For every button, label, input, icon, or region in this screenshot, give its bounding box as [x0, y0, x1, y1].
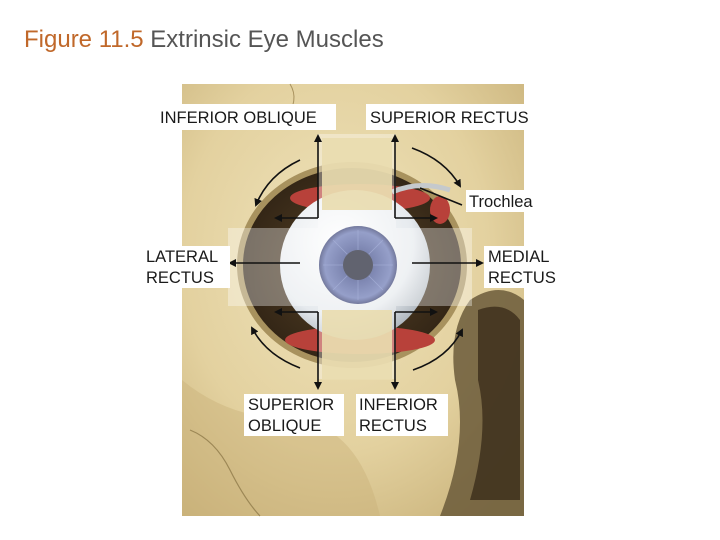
label-inferior-rectus-line1: INFERIOR	[359, 396, 438, 414]
label-superior-oblique-line2: OBLIQUE	[248, 417, 321, 435]
slide-title: Figure 11.5 Extrinsic Eye Muscles	[24, 26, 384, 54]
direction-arrows	[228, 134, 484, 390]
label-inferior-oblique: INFERIOR OBLIQUE	[160, 109, 317, 127]
label-superior-oblique-line1: SUPERIOR	[248, 396, 334, 414]
muscle-labels: INFERIOR OBLIQUE SUPERIOR RECTUS Trochle…	[146, 109, 556, 435]
eyeball	[280, 190, 430, 340]
figure-number: Figure 11.5	[24, 26, 144, 53]
label-superior-rectus: SUPERIOR RECTUS	[370, 109, 529, 127]
figure-title: Extrinsic Eye Muscles	[150, 26, 384, 53]
label-medial-rectus-line2: RECTUS	[488, 269, 556, 287]
skull-bone	[182, 83, 524, 517]
label-backgrounds	[142, 104, 564, 436]
label-inferior-rectus-line2: RECTUS	[359, 417, 427, 435]
cross-guide-edges	[322, 138, 392, 380]
label-medial-rectus-line1: MEDIAL	[488, 248, 549, 266]
label-lateral-rectus-line1: LATERAL	[146, 248, 218, 266]
label-lateral-rectus-line2: RECTUS	[146, 269, 214, 287]
label-trochlea: Trochlea	[469, 193, 533, 211]
pupil	[343, 250, 373, 280]
